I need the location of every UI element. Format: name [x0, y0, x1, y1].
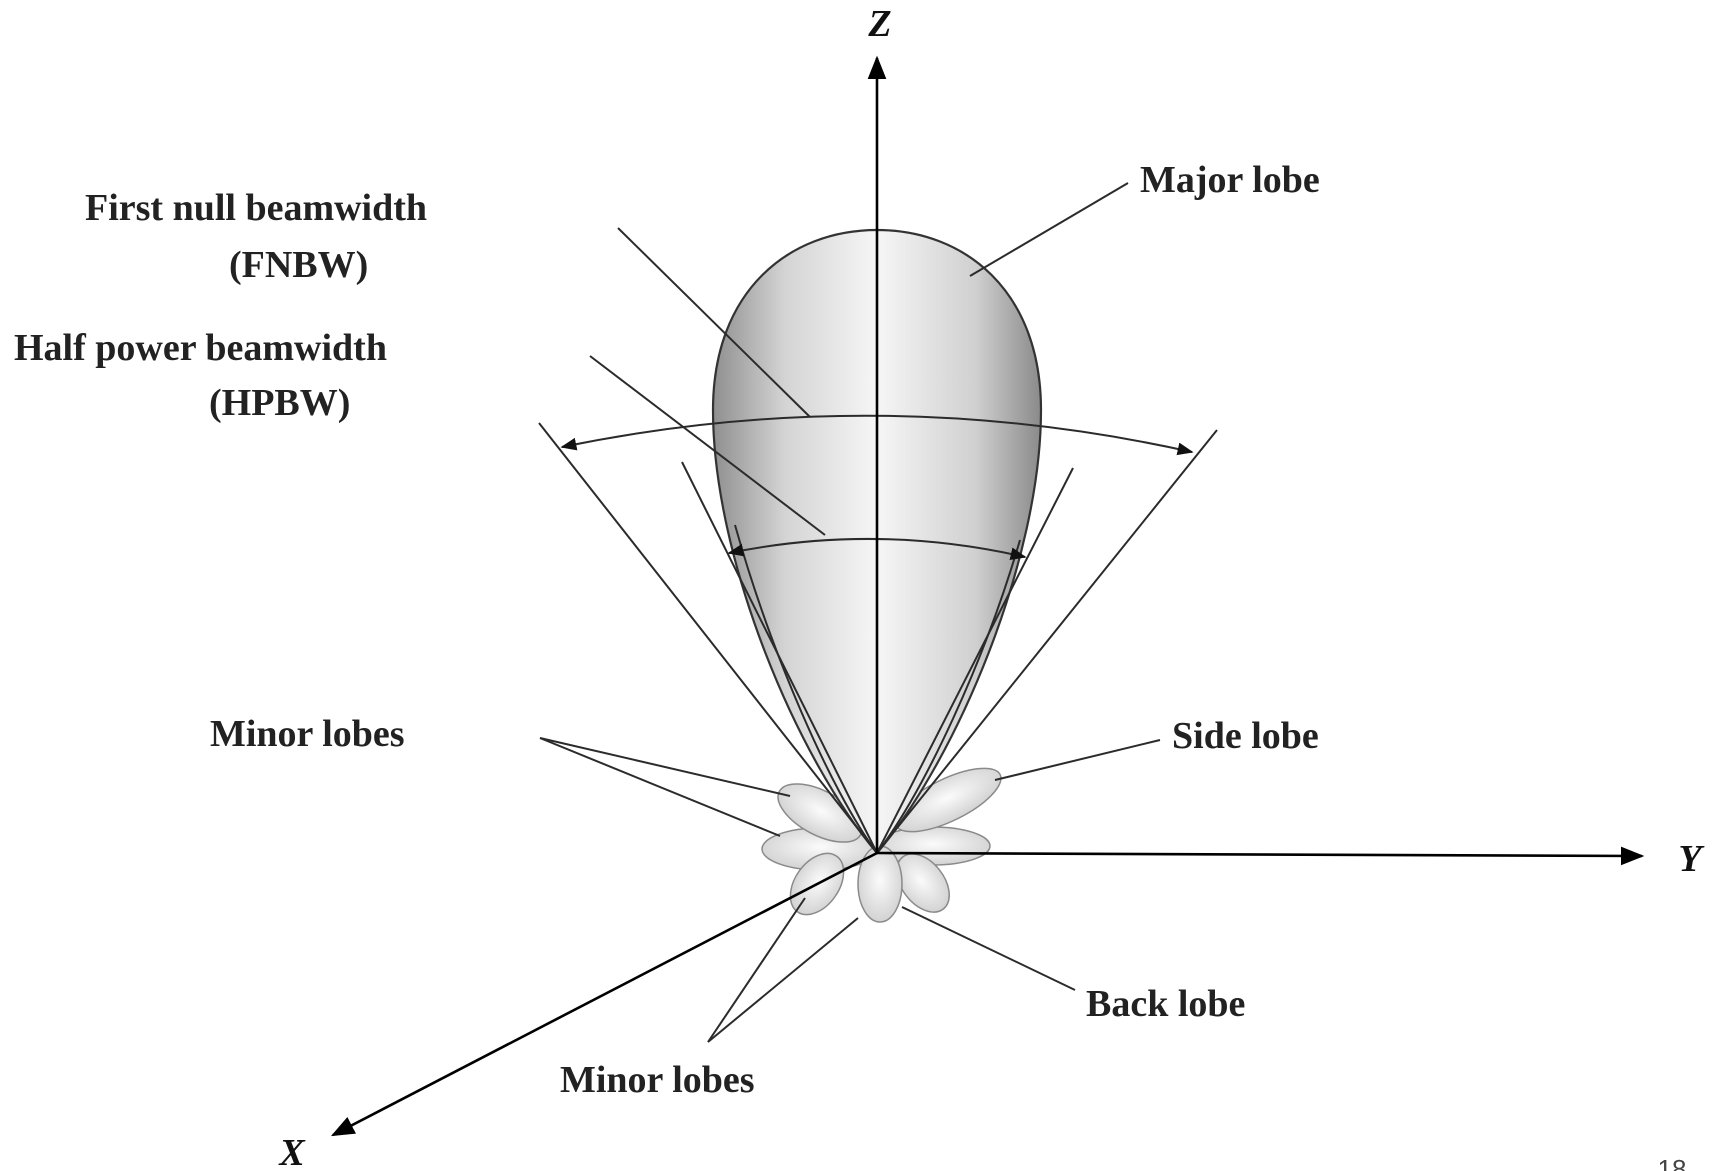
fnbw-label-line2: (FNBW): [229, 244, 368, 286]
major-lobe-label: Major lobe: [1140, 159, 1320, 201]
minor-lobes-top-label: Minor lobes: [210, 713, 405, 755]
minor-lobes-bottom-leader-2: [708, 918, 858, 1042]
side-lobe-label: Side lobe: [1172, 715, 1319, 757]
back-lobe-label: Back lobe: [1086, 983, 1245, 1025]
major-lobe-leader: [970, 183, 1128, 276]
hpbw-label-line2: (HPBW): [209, 382, 350, 424]
minor-lobes-bottom-leader-1: [708, 898, 805, 1042]
back-lobe-leader: [902, 907, 1075, 990]
hpbw-label-line1: Half power beamwidth: [14, 327, 387, 369]
back-lobe-shape: [858, 846, 902, 922]
x-axis-label: X: [278, 1132, 306, 1171]
page-number: 18: [1658, 1154, 1687, 1171]
side-lobe-leader: [995, 740, 1160, 780]
minor-lobes-bottom-label: Minor lobes: [560, 1059, 755, 1101]
minor-lobes-top-leader-2: [540, 738, 780, 836]
y-axis: [877, 853, 1642, 856]
y-axis-label: Y: [1678, 838, 1705, 880]
fnbw-label-line1: First null beamwidth: [85, 187, 427, 229]
minor-lobes-top-leader-1: [540, 738, 790, 796]
z-axis-label: Z: [867, 3, 891, 45]
